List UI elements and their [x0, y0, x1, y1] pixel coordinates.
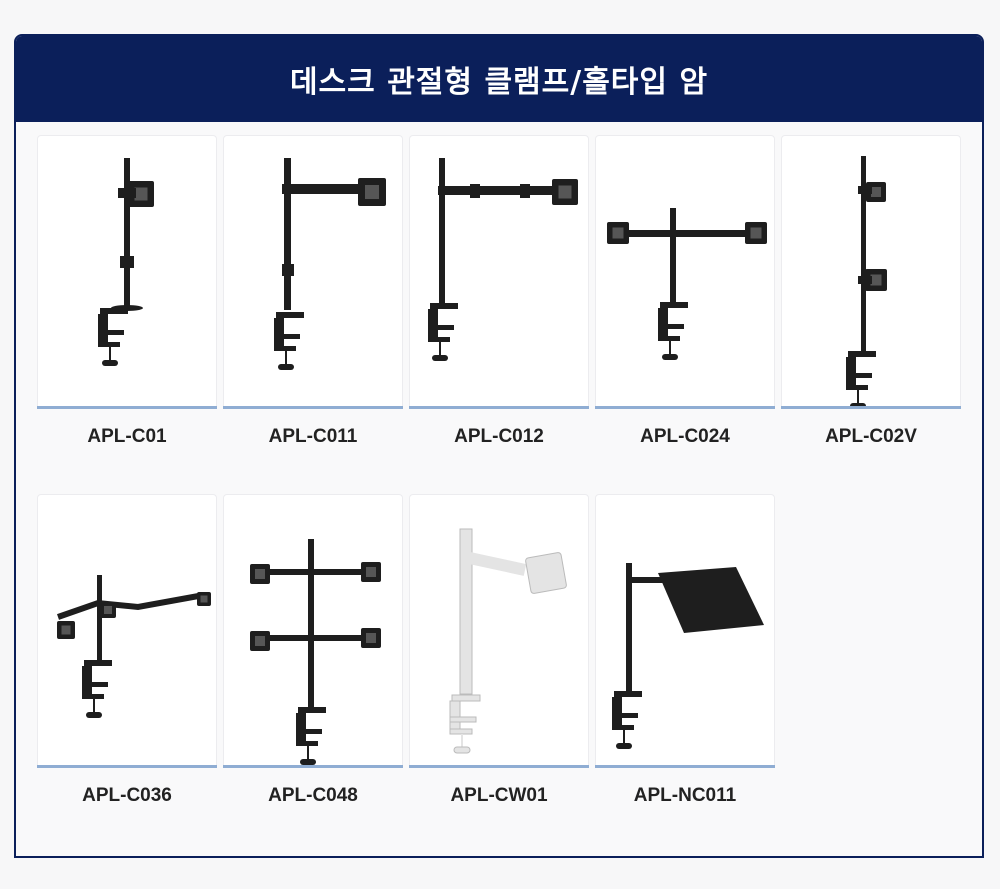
product-image[interactable] [781, 135, 961, 406]
product-card[interactable]: APL-C012 [409, 135, 589, 448]
monitor-arm-image [250, 539, 381, 765]
panel-header: 데스크 관절형 클램프/홀타입 암 [16, 36, 982, 122]
product-name[interactable]: APL-C011 [268, 426, 358, 447]
monitor-arm-image [57, 575, 211, 718]
card-divider [37, 765, 217, 768]
card-divider [223, 765, 403, 768]
product-image[interactable] [37, 135, 217, 406]
product-image[interactable] [409, 135, 589, 406]
monitor-arm-image [607, 208, 767, 360]
product-name[interactable]: APL-C01 [87, 426, 167, 447]
product-image[interactable] [595, 494, 775, 765]
monitor-arm-image [846, 156, 887, 406]
monitor-arm-image [612, 563, 764, 749]
monitor-arm-image [98, 158, 154, 366]
card-divider [595, 765, 775, 768]
card-divider [595, 406, 775, 409]
product-card[interactable]: APL-C048 [223, 494, 403, 807]
monitor-arm-image [428, 158, 578, 361]
product-name[interactable]: APL-NC011 [633, 785, 737, 806]
product-image[interactable] [409, 494, 589, 765]
product-name[interactable]: APL-C036 [82, 785, 172, 806]
monitor-arm-image [274, 158, 386, 370]
product-image[interactable] [37, 494, 217, 765]
product-card[interactable]: APL-C01 [37, 135, 217, 448]
monitor-arm-image [449, 528, 567, 754]
product-name[interactable]: APL-C012 [454, 426, 544, 447]
product-image[interactable] [223, 135, 403, 406]
card-divider [781, 406, 961, 409]
product-card[interactable]: APL-C02V [781, 135, 961, 448]
card-divider [223, 406, 403, 409]
product-name[interactable]: APL-C02V [825, 426, 917, 447]
product-card[interactable]: APL-C036 [37, 494, 217, 807]
product-name[interactable]: APL-C048 [268, 785, 358, 806]
product-name[interactable]: APL-CW01 [450, 785, 548, 806]
product-image[interactable] [595, 135, 775, 406]
card-divider [409, 765, 589, 768]
product-card[interactable]: APL-NC011 [595, 494, 775, 807]
product-name[interactable]: APL-C024 [640, 426, 730, 447]
card-divider [37, 406, 217, 409]
product-card[interactable]: APL-CW01 [409, 494, 589, 807]
product-image[interactable] [223, 494, 403, 765]
card-divider [409, 406, 589, 409]
page-title: 데스크 관절형 클램프/홀타입 암 [289, 65, 709, 100]
product-card[interactable]: APL-C024 [595, 135, 775, 448]
product-card[interactable]: APL-C011 [223, 135, 403, 448]
